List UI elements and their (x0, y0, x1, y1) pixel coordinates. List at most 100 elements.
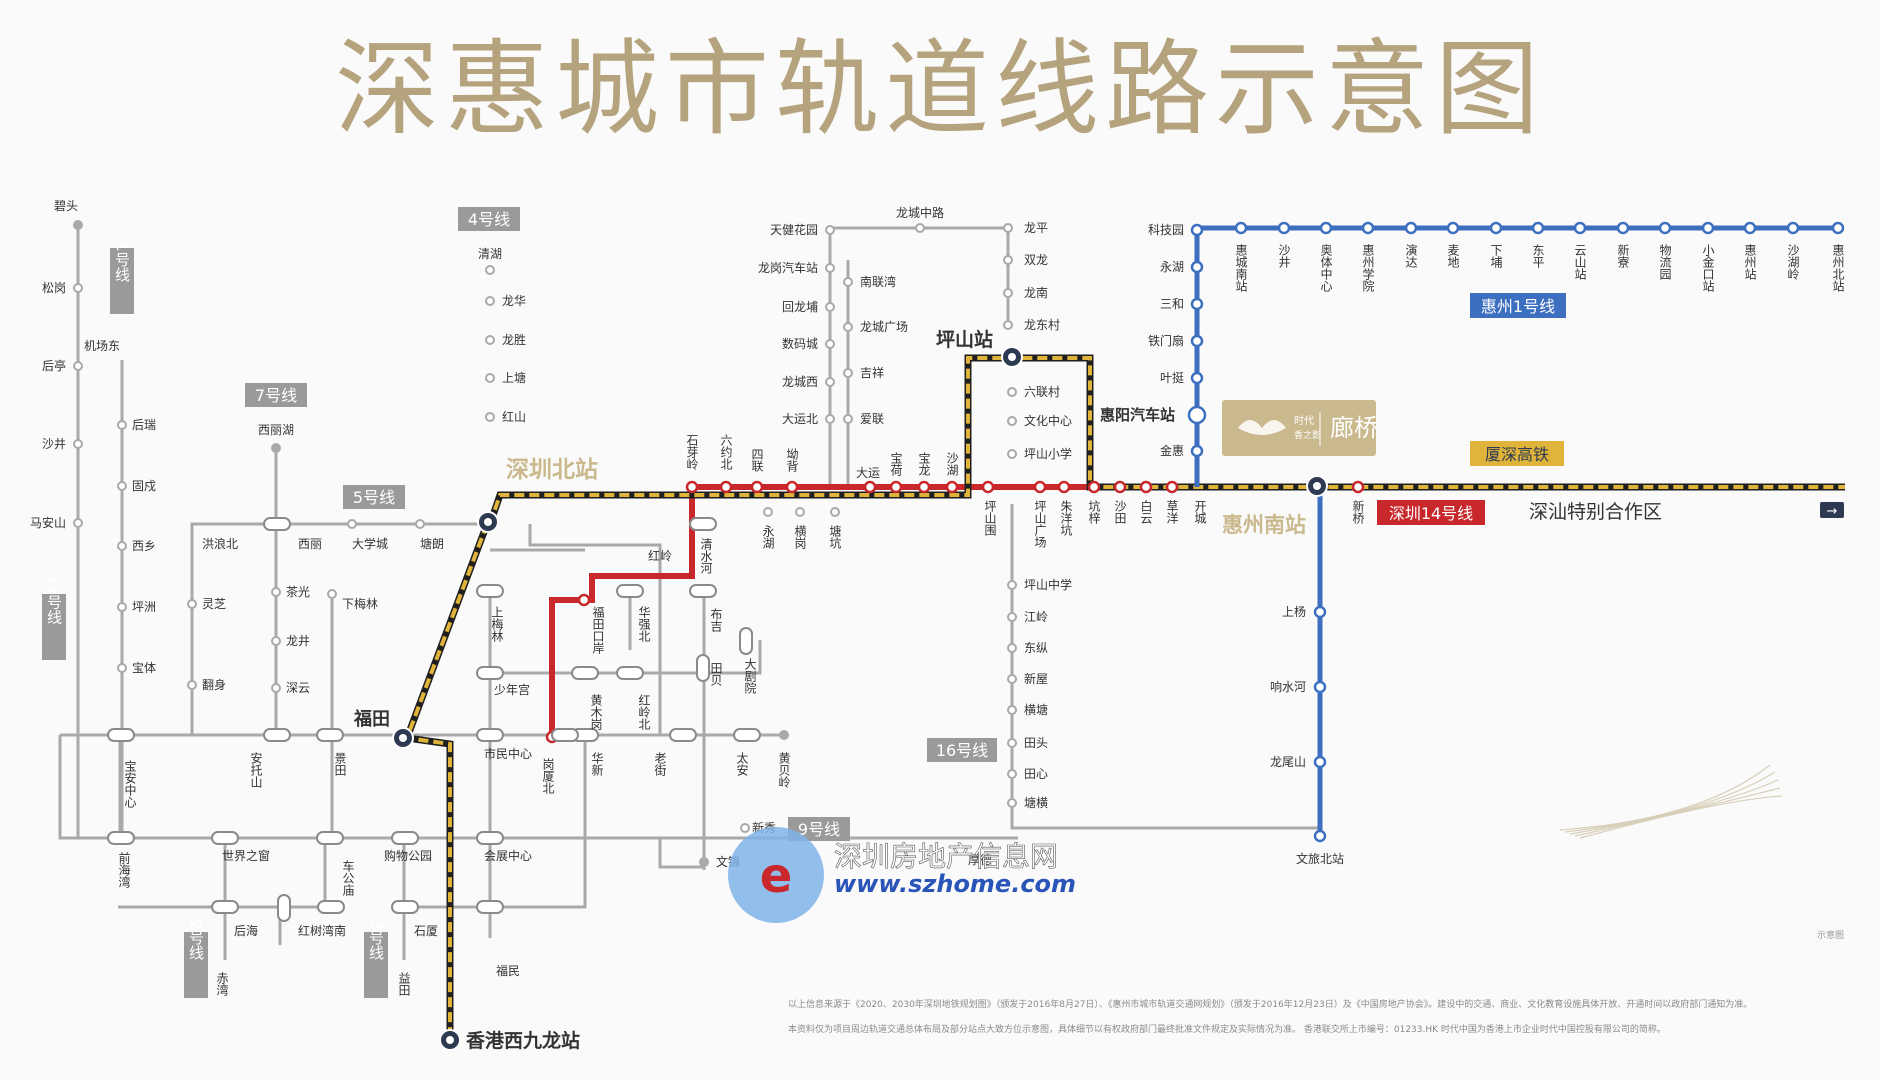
station-label-line14: 石芽岭 (685, 434, 699, 470)
station-label-line1: 后亭 (42, 358, 66, 373)
station-label-line11: 西乡 (132, 539, 156, 553)
station-label-line16_north: 龙城广场 (860, 320, 908, 334)
station-label-huizhou1: 沙井 (1277, 244, 1291, 269)
station-label-huizhou: 科技园 (1148, 223, 1184, 237)
xiashen-rail (402, 354, 1845, 1040)
station-label-line14: 沙田 (1113, 500, 1127, 524)
station-label-line2: 后海 (234, 923, 258, 938)
transfer-nodes (107, 517, 761, 922)
station-label-huizhou1: 新寮 (1616, 243, 1630, 269)
station-label-line3: 益田 (397, 972, 411, 996)
station-label-line5: 深云 (286, 681, 310, 695)
station-label-line2: 红树湾南 (298, 923, 346, 938)
station-label-huizhou1: 小金口站 (1701, 244, 1715, 292)
station-label-line16_north: 龙南 (1024, 285, 1048, 300)
hub-shenzhen-north: 深圳北站 (506, 457, 598, 483)
station-label-huizhou: 上杨 (1282, 604, 1306, 619)
station-label-line3: 石厦 (414, 924, 438, 938)
station-label-central: 上梅林 (490, 606, 504, 642)
station-label-line16_north: 数码城 (782, 336, 818, 351)
page-title: 深惠城市轨道线路示意图 (334, 28, 1545, 150)
station-label-line5: 灵芝 (202, 596, 226, 611)
footnote-2: 本资料仅为项目周边轨道交通总体布局及部分站点大致方位示意图，具体细节以有权政府部… (788, 1025, 1666, 1035)
brand-logo: 时代 香之影 廊桥 (1222, 400, 1378, 456)
station-label-line7: 西丽湖 (258, 422, 294, 437)
line1-label: 1号线 (113, 242, 131, 282)
station-label-line11: 坪洲 (132, 600, 156, 614)
station-label-line1: 马安山 (30, 515, 66, 530)
station-label-line16_south: 东纵 (1024, 641, 1048, 655)
station-label-line16_south: 田头 (1024, 736, 1048, 750)
station-label-huizhou1: 麦地 (1446, 244, 1460, 268)
station-label-line14: 坪山广场 (1033, 500, 1047, 548)
station-label-line2: 车公庙 (341, 859, 355, 897)
station-label-line16_north: 文化中心 (1024, 413, 1072, 428)
line11-label: 11号线 (45, 575, 63, 624)
station-label-line16_north: 龙城中路 (896, 205, 944, 220)
station-label-line14: 宝荷 (889, 452, 903, 476)
hub-icon (392, 727, 414, 749)
station-label-line14: 坑梓 (1087, 499, 1101, 524)
station-label-line2: 赤湾 (215, 972, 229, 997)
station-label-huizhou1: 惠州站 (1743, 244, 1757, 280)
station-label-line5: 洪浪北 (202, 536, 238, 551)
station-label-line14: 坳背 (785, 448, 799, 472)
station-label-line14: 草洋 (1165, 500, 1179, 524)
decorative-swirl (1559, 764, 1783, 839)
line-label-boxes: 1号线 11号线 2号线 3号线 4号线 7号线 5号线 9号线 16号线 惠州… (42, 207, 1566, 998)
station-label-line5: 茶光 (286, 584, 310, 599)
station-label-line2: 世界之窗 (222, 849, 270, 863)
station-label-central: 布吉 (709, 608, 723, 633)
station-label-huizhou: 铁门扇 (1148, 333, 1184, 348)
station-label-line16_north: 大运北 (782, 412, 818, 426)
station-label-huizhou: 永湖 (1160, 259, 1184, 274)
station-label-line16_north: 双龙 (1024, 253, 1048, 267)
station-label-central: 市民中心 (484, 746, 532, 761)
station-label-line14: 开城 (1193, 500, 1207, 525)
station-label-huizhou1: 沙湖岭 (1786, 244, 1800, 280)
station-label-huizhou1: 惠城南站 (1234, 244, 1248, 292)
station-label-line16_south: 田心 (1024, 767, 1048, 781)
station-label-line16_north: 坪山小学 (1024, 446, 1072, 461)
line9-label: 9号线 (798, 820, 840, 839)
hub-huizhou-south: 惠州南站 (1222, 513, 1306, 537)
station-label-huizhou1: 东平 (1531, 244, 1545, 268)
station-label-line2: 安托山 (249, 751, 263, 788)
station-label-line14: 朱洋坑 (1059, 500, 1073, 537)
watermark-cn: 深圳房地产信息网 (834, 840, 1058, 873)
station-label-line4: 红山 (502, 409, 526, 424)
station-label-huizhou1: 惠州北站 (1831, 244, 1845, 292)
station-label-line16_south: 厚德 (968, 852, 992, 867)
station-label-line14: 塘坑 (828, 524, 842, 550)
station-label-central: 华新 (590, 752, 604, 776)
logo-brand: 时代 (1294, 415, 1314, 427)
station-label-line14: 永湖 (761, 525, 775, 549)
station-label-line16_north: 龙东村 (1024, 318, 1060, 332)
station-label-central: 会展中心 (484, 848, 532, 863)
watermark-logo-icon: e (760, 848, 793, 904)
station-label-line16_north: 回龙埔 (782, 300, 818, 314)
station-label-central: 红岭 (648, 548, 672, 563)
station-label-central: 岗厦北 (541, 758, 555, 795)
station-label-huizhou: 文旅北站 (1296, 851, 1344, 866)
hub-pingshan: 坪山站 (936, 328, 993, 351)
station-label-central: 大剧院 (743, 658, 757, 694)
line1-track (76, 225, 122, 840)
station-label-huizhou: 龙尾山 (1270, 755, 1306, 769)
line4-label: 4号线 (468, 210, 510, 229)
station-label-line16_south: 坪山中学 (1024, 577, 1072, 592)
station-label-line4: 清湖 (478, 246, 502, 261)
shenzhen14-label: 深圳14号线 (1389, 504, 1473, 523)
station-label-central: 少年宫 (494, 682, 530, 697)
red-dots (545, 480, 1365, 744)
footnote-1: 以上信息来源于《2020、2030年深圳地铁规划图》（颁发于2016年8月27日… (788, 1000, 1753, 1010)
arrow-right-icon: → (1827, 504, 1838, 519)
station-label-line2: 景田 (333, 752, 347, 776)
station-label-line16_north: 吉祥 (860, 366, 884, 380)
station-label-line14: 新桥 (1351, 499, 1365, 525)
station-label-line5: 塘朗 (420, 536, 444, 551)
station-label-line11: 宝体 (132, 661, 156, 675)
hub-markers (392, 346, 1328, 1051)
station-label-line14: 大运 (856, 466, 880, 480)
